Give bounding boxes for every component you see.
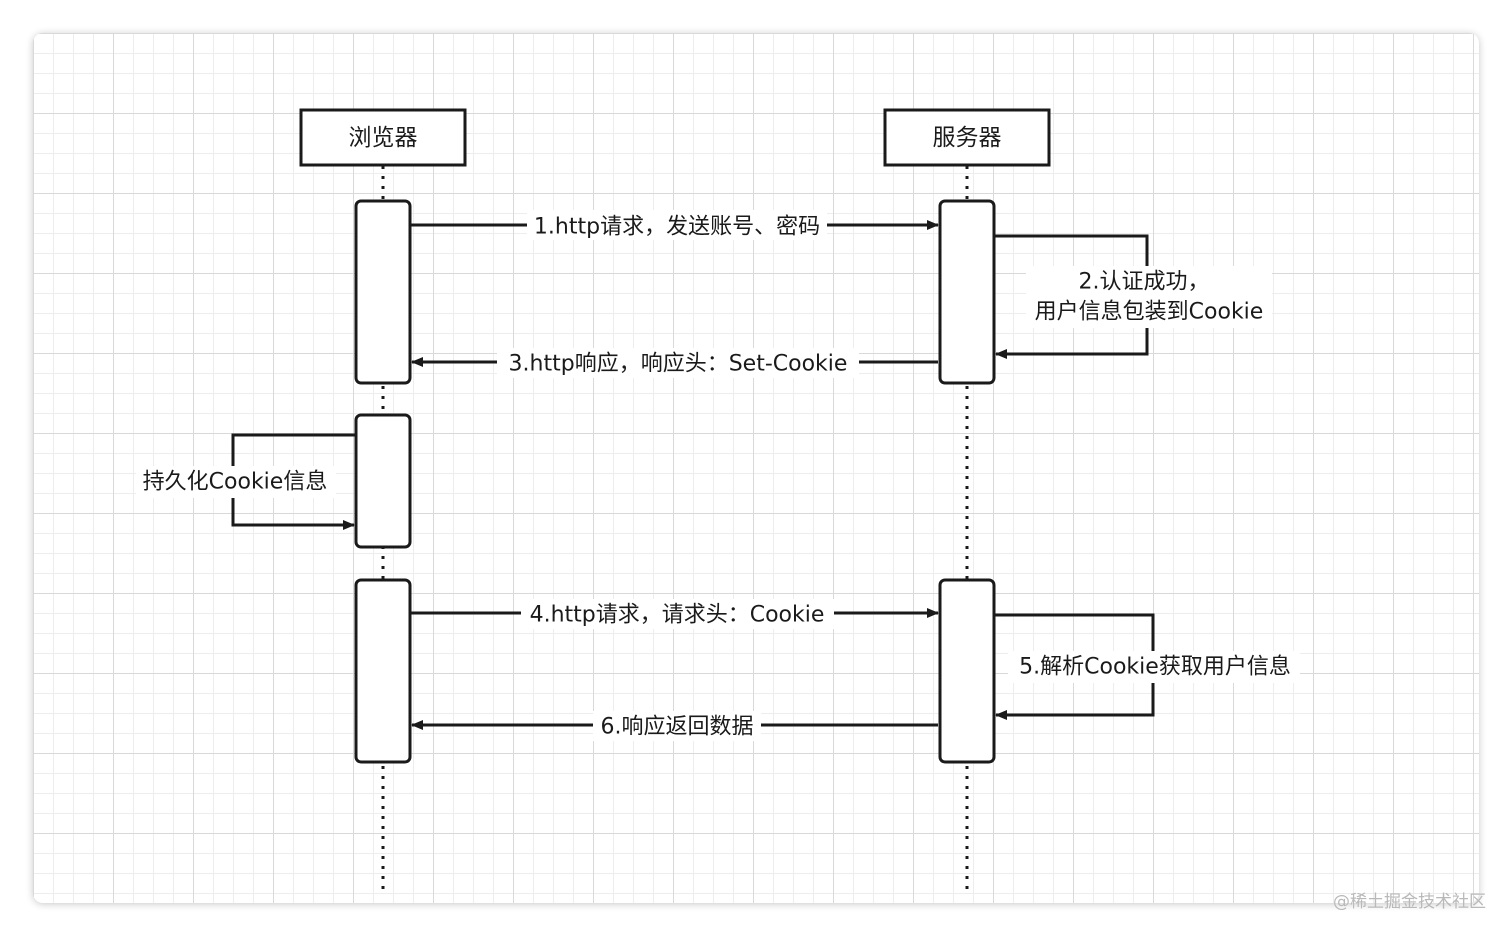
message-3-label: 3.http响应，响应头：Set-Cookie xyxy=(509,352,848,377)
watermark: @稀土掘金技术社区 xyxy=(1333,892,1486,912)
message-2-label-line1: 2.认证成功， xyxy=(1079,270,1210,295)
message-persist: 持久化Cookie信息 xyxy=(136,433,355,530)
browser-actor: 浏览器 xyxy=(299,108,467,167)
browser-activation-3 xyxy=(354,578,412,764)
message-1-label: 1.http请求，发送账号、密码 xyxy=(534,215,820,240)
message-2-label-line2: 用户信息包装到Cookie xyxy=(1035,300,1264,325)
message-4: 4.http请求，请求头：Cookie xyxy=(411,599,939,629)
message-3: 3.http响应，响应头：Set-Cookie xyxy=(411,348,938,378)
message-5: 5.解析Cookie获取用户信息 xyxy=(995,613,1300,720)
message-1: 1.http请求，发送账号、密码 xyxy=(411,210,939,240)
browser-activation-1 xyxy=(354,199,412,385)
diagram-canvas xyxy=(33,33,1479,903)
browser-activation-2 xyxy=(354,413,412,549)
message-persist-label: 持久化Cookie信息 xyxy=(143,470,328,495)
server-actor: 服务器 xyxy=(883,108,1051,167)
message-5-label: 5.解析Cookie获取用户信息 xyxy=(1019,655,1291,680)
message-4-label: 4.http请求，请求头：Cookie xyxy=(530,603,825,628)
browser-actor-label: 浏览器 xyxy=(349,125,418,151)
server-actor-label: 服务器 xyxy=(933,125,1002,151)
server-activation-2 xyxy=(938,578,996,764)
message-6: 6.响应返回数据 xyxy=(411,711,938,741)
message-6-label: 6.响应返回数据 xyxy=(601,715,754,740)
message-2: 2.认证成功， 用户信息包装到Cookie xyxy=(995,234,1272,359)
server-activation-1 xyxy=(938,199,996,385)
